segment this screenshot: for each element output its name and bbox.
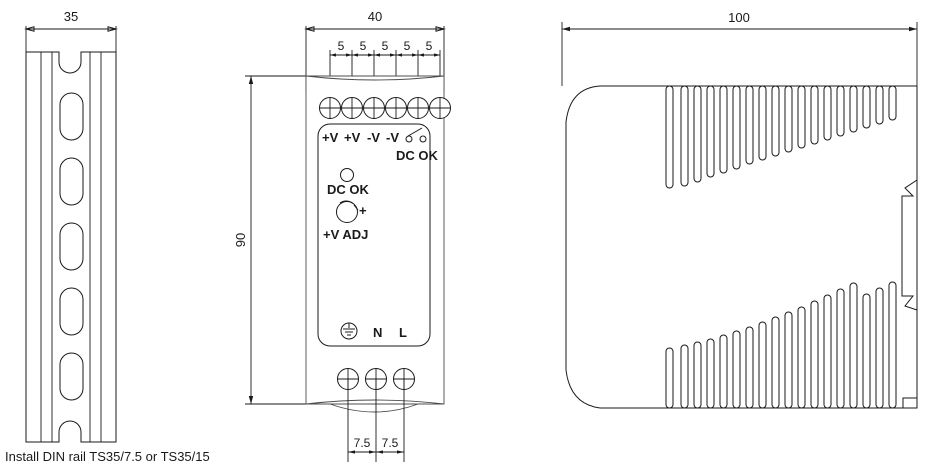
vent-slot bbox=[680, 85, 689, 187]
vent-slot bbox=[719, 334, 728, 409]
dim-unit-depth: 100 bbox=[561, 10, 918, 86]
terminal-screw bbox=[407, 97, 429, 119]
terminal-screw bbox=[319, 97, 341, 119]
vent-slot bbox=[745, 85, 754, 165]
vent-slot bbox=[836, 288, 845, 409]
dc-ok-switch-icon bbox=[405, 127, 427, 143]
vent-slot bbox=[862, 85, 871, 129]
terminal-label-minus-v-2: -V bbox=[386, 130, 399, 145]
input-label-n: N bbox=[373, 325, 382, 340]
dim-label-unit-height: 90 bbox=[233, 233, 248, 247]
v-adj-plus-sign: + bbox=[359, 203, 367, 218]
dim-label-pitch: 5 bbox=[426, 39, 433, 53]
terminal-screw bbox=[429, 97, 451, 119]
v-adj-label: +V ADJ bbox=[323, 227, 368, 242]
vent-slot bbox=[797, 306, 806, 409]
rail-slot bbox=[59, 157, 84, 206]
vent-slot bbox=[784, 311, 793, 409]
dim-label-pitch: 5 bbox=[338, 39, 345, 53]
vent-slot bbox=[836, 85, 845, 137]
vent-slot bbox=[706, 338, 715, 409]
vent-slot bbox=[862, 293, 871, 409]
vent-slot bbox=[888, 281, 897, 409]
dim-label-pitch: 5 bbox=[360, 39, 367, 53]
terminal-label-plus-v-1: +V bbox=[322, 130, 339, 145]
vent-slot bbox=[719, 85, 728, 174]
terminal-label-minus-v-1: -V bbox=[367, 130, 380, 145]
vent-slot bbox=[706, 85, 715, 178]
dim-label-unit-width: 40 bbox=[368, 9, 382, 24]
terminal-label-plus-v-2: +V bbox=[344, 130, 361, 145]
vent-slot bbox=[823, 294, 832, 409]
vent-slot bbox=[758, 85, 767, 161]
rail-slot bbox=[59, 287, 84, 336]
vent-slot bbox=[771, 85, 780, 157]
rail-slot bbox=[59, 222, 84, 271]
din-rail-view: 35 Install DIN rail TS35/7.5 or TS35/15 bbox=[5, 9, 210, 464]
unit-front-view: 40 5 5 5 5 5 bbox=[233, 9, 451, 462]
output-terminal-row bbox=[319, 97, 451, 119]
vent-slot bbox=[875, 85, 884, 125]
vent-slot bbox=[693, 341, 702, 409]
vent-slot bbox=[665, 85, 674, 189]
dim-label-unit-depth: 100 bbox=[728, 10, 750, 25]
dc-ok-led-label: DC OK bbox=[327, 182, 370, 197]
vent-slot bbox=[849, 85, 858, 133]
dim-input-pitch-group: 7.5 7.5 bbox=[347, 379, 405, 462]
dc-ok-switch-label: DC OK bbox=[396, 148, 439, 163]
dim-label-rail-width: 35 bbox=[64, 9, 78, 24]
din-rail-slots bbox=[59, 92, 84, 401]
vent-slot bbox=[797, 85, 806, 149]
vent-slot bbox=[680, 344, 689, 409]
terminal-screw bbox=[363, 97, 385, 119]
top-vent-slots bbox=[665, 85, 897, 189]
earth-ground-icon bbox=[340, 322, 358, 340]
unit-side-view: 100 bbox=[561, 10, 918, 409]
vent-slot bbox=[758, 321, 767, 409]
vent-slot bbox=[693, 85, 702, 183]
rail-slot bbox=[59, 352, 84, 401]
dim-terminal-pitch-group: 5 5 5 5 5 bbox=[329, 39, 441, 108]
vent-slot bbox=[888, 85, 897, 121]
dim-label-pitch: 5 bbox=[382, 39, 389, 53]
dim-rail-width: 35 bbox=[24, 9, 118, 52]
vent-slot bbox=[745, 326, 754, 409]
terminal-screw bbox=[341, 97, 363, 119]
bottom-vent-slots bbox=[665, 281, 897, 409]
vent-slot bbox=[665, 347, 674, 409]
din-rail-caption: Install DIN rail TS35/7.5 or TS35/15 bbox=[5, 449, 210, 464]
dim-label-input-pitch: 7.5 bbox=[354, 436, 371, 450]
vent-slot bbox=[875, 287, 884, 409]
vent-slot bbox=[771, 316, 780, 409]
vent-slot bbox=[810, 85, 819, 145]
dim-label-input-pitch: 7.5 bbox=[382, 436, 399, 450]
vent-slot bbox=[732, 85, 741, 170]
vent-slot bbox=[732, 330, 741, 409]
vent-slot bbox=[849, 282, 858, 409]
v-adj-potentiometer-icon bbox=[336, 200, 359, 223]
dim-label-pitch: 5 bbox=[404, 39, 411, 53]
rail-slot bbox=[59, 92, 84, 141]
dc-ok-led-icon bbox=[340, 168, 354, 182]
input-label-l: L bbox=[399, 325, 407, 340]
vent-slot bbox=[810, 300, 819, 409]
vent-slot bbox=[784, 85, 793, 153]
terminal-screw bbox=[385, 97, 407, 119]
vent-slot bbox=[823, 85, 832, 141]
dim-unit-height: 90 bbox=[233, 75, 310, 405]
